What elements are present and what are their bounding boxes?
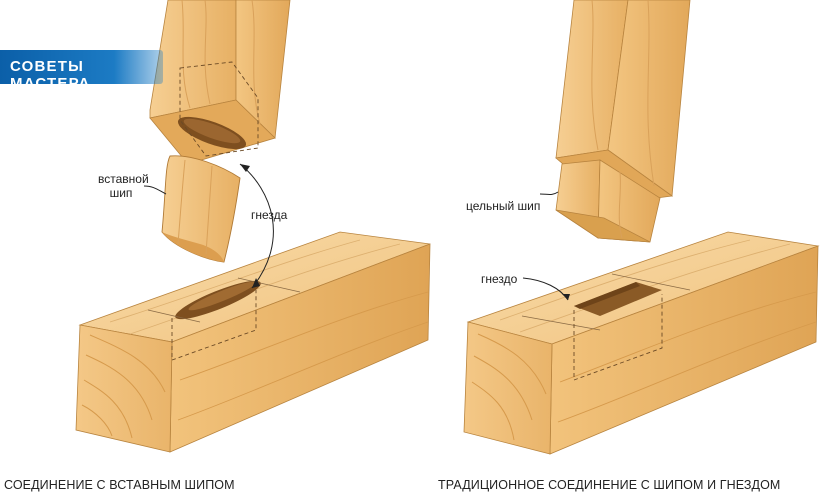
caption-loose-tenon-joint: СОЕДИНЕНИЕ С ВСТАВНЫМ ШИПОМ xyxy=(4,478,235,492)
label-integral-tenon: цельный шип xyxy=(466,199,540,213)
right-post xyxy=(556,0,690,242)
right-beam xyxy=(464,232,818,454)
right-assembly xyxy=(464,0,818,454)
left-post xyxy=(150,0,290,164)
caption-traditional-joint: ТРАДИЦИОННОЕ СОЕДИНЕНИЕ С ШИПОМ И ГНЕЗДО… xyxy=(438,478,780,492)
left-beam xyxy=(76,232,430,452)
label-loose-tenon: вставной шип xyxy=(98,172,144,200)
brand-banner: СОВЕТЫ МАСТЕРА xyxy=(0,50,163,84)
label-mortise: гнездо xyxy=(481,272,517,286)
loose-tenon xyxy=(162,156,240,262)
label-mortises: гнезда xyxy=(251,208,287,222)
brand-banner-text: СОВЕТЫ МАСТЕРА xyxy=(10,58,163,92)
